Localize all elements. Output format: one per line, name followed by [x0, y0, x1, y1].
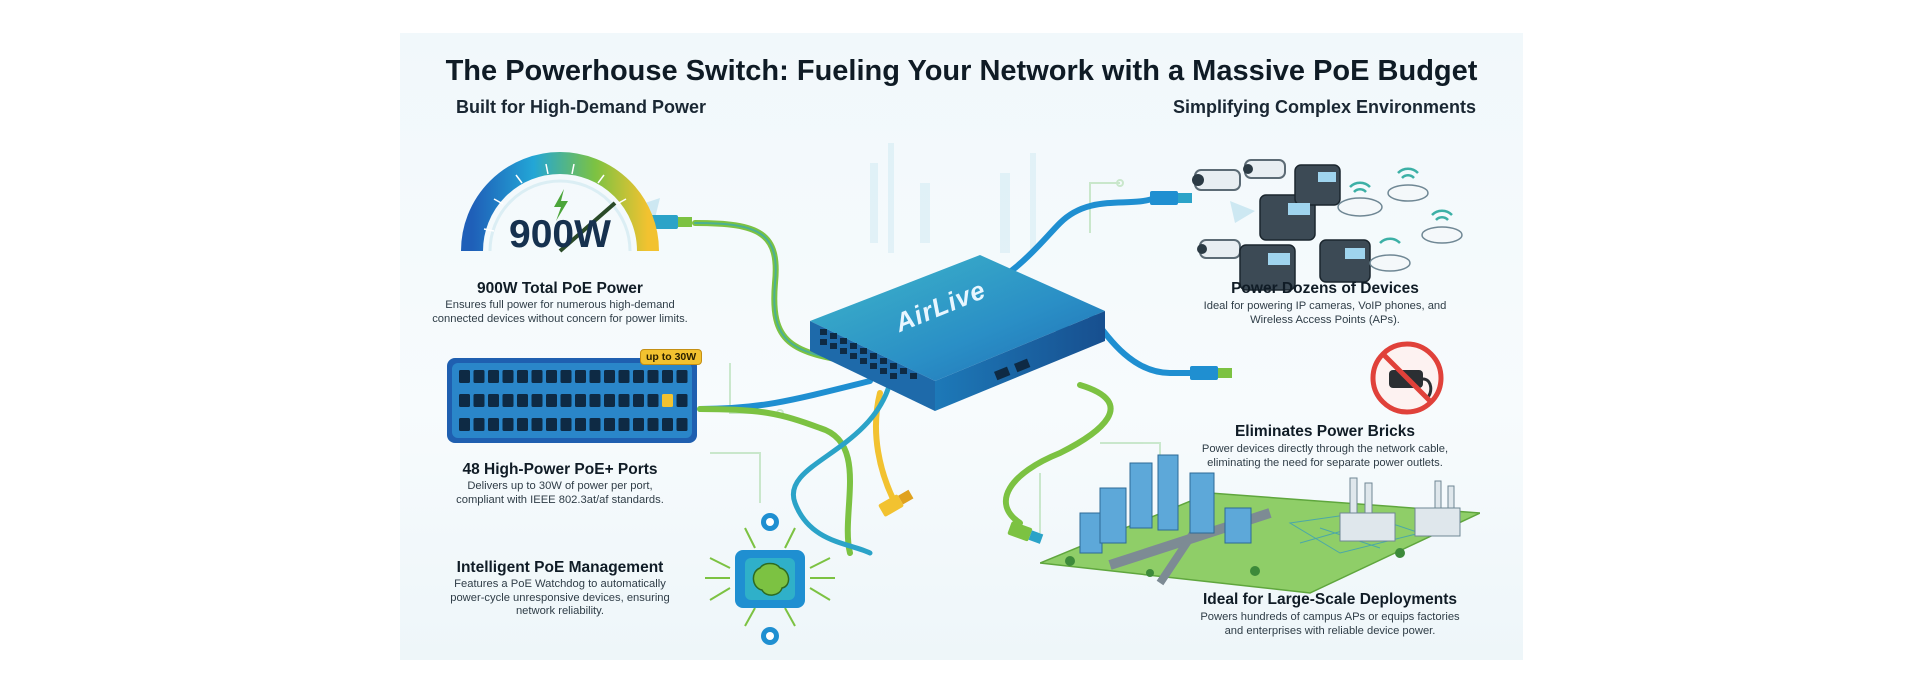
powered-devices-illustration — [1192, 159, 1463, 291]
rj45-port — [647, 370, 659, 383]
feature-title-bricks: Eliminates Power Bricks — [1234, 423, 1416, 440]
power-gauge — [461, 152, 659, 253]
feature-desc-devices: Ideal for powering IP cameras, VoIP phon… — [1203, 300, 1447, 326]
rj45-port — [473, 370, 485, 383]
rj45-port — [459, 370, 470, 383]
rj45-port — [676, 394, 688, 407]
rj45-port — [488, 418, 499, 431]
office-building-icon — [1079, 454, 1252, 554]
rj45-port — [633, 418, 644, 431]
factory-icon — [1339, 477, 1461, 542]
rj45-port — [459, 394, 470, 407]
rj45-port — [662, 370, 673, 383]
rj45-port — [502, 394, 514, 407]
rj45-port — [488, 394, 499, 407]
rj45-port — [633, 370, 644, 383]
rj45-port — [662, 394, 673, 407]
ip-camera-icon — [1192, 159, 1286, 259]
rj45-port — [618, 394, 630, 407]
rj45-port — [546, 418, 557, 431]
rj45-port — [560, 370, 572, 383]
rj45-port — [546, 370, 557, 383]
rj45-port — [502, 370, 514, 383]
poe-port-panel — [447, 358, 697, 443]
rj45-port — [502, 418, 514, 431]
rj45-port — [560, 394, 572, 407]
rj45-port — [676, 418, 688, 431]
access-point-icon — [1337, 184, 1463, 272]
campus-factory-illustration — [1040, 454, 1480, 594]
feature-desc-ports: Delivers up to 30W of power per port, co… — [456, 480, 664, 506]
rj45-port — [604, 418, 615, 431]
lightning-bolt-icon — [554, 189, 568, 221]
rj45-port — [604, 394, 615, 407]
feature-title-devices: Power Dozens of Devices — [1231, 280, 1419, 297]
infographic-panel: The Powerhouse Switch: Fueling Your Netw… — [400, 33, 1523, 660]
feature-desc-deployments: Powers hundreds of campus APs or equips … — [1200, 611, 1460, 637]
rj45-port — [560, 418, 572, 431]
rj45-port — [676, 370, 688, 383]
rj45-port — [618, 418, 630, 431]
ai-chip-illustration — [705, 513, 835, 645]
rj45-port — [575, 394, 586, 407]
infographic-title: The Powerhouse Switch: Fueling Your Netw… — [445, 55, 1478, 87]
rj45-port — [575, 418, 586, 431]
rj45-port — [604, 370, 615, 383]
port-power-badge: up to 30W — [640, 349, 703, 365]
rj45-port — [531, 418, 543, 431]
rj45-port — [575, 370, 586, 383]
feature-desc-management: Features a PoE Watchdog to automatically… — [450, 578, 670, 617]
rj45-port — [473, 394, 485, 407]
rj45-port — [459, 418, 470, 431]
rj45-port — [517, 370, 528, 383]
gauge-value-label: 900W — [509, 213, 611, 256]
feature-title-deployments: Ideal for Large-Scale Deployments — [1202, 591, 1458, 608]
rj45-port — [647, 394, 659, 407]
rj45-port — [589, 370, 601, 383]
section-heading-left: Built for High-Demand Power — [456, 97, 707, 117]
feature-desc-bricks: Power devices directly through the netwo… — [1201, 443, 1449, 469]
wifi-signal-icon — [1349, 167, 1453, 244]
network-switch-illustration — [810, 255, 1105, 411]
rj45-port — [546, 394, 557, 407]
rj45-port — [662, 418, 673, 431]
rj45-port — [531, 394, 543, 407]
rj45-port — [589, 394, 601, 407]
rj45-port — [473, 418, 485, 431]
rj45-port — [633, 394, 644, 407]
rj45-port — [589, 418, 601, 431]
rj45-port — [531, 370, 543, 383]
rj45-port — [647, 418, 659, 431]
gear-icon-bottom — [761, 627, 779, 645]
rj45-port — [517, 418, 528, 431]
voip-phone-icon — [1239, 164, 1371, 291]
section-heading-right: Simplifying Complex Environments — [1173, 97, 1477, 117]
no-power-brick-icon — [1370, 341, 1444, 415]
rj45-port — [517, 394, 528, 407]
feature-desc-total-power: Ensures full power for numerous high-dem… — [432, 299, 688, 325]
rj45-port — [618, 370, 630, 383]
feature-title-total-power: 900W Total PoE Power — [477, 280, 643, 297]
feature-title-ports: 48 High-Power PoE+ Ports — [462, 461, 658, 478]
rj45-port — [488, 370, 499, 383]
feature-title-management: Intelligent PoE Management — [456, 559, 664, 576]
gear-icon — [761, 513, 779, 531]
network-diagram-art — [630, 143, 1255, 556]
